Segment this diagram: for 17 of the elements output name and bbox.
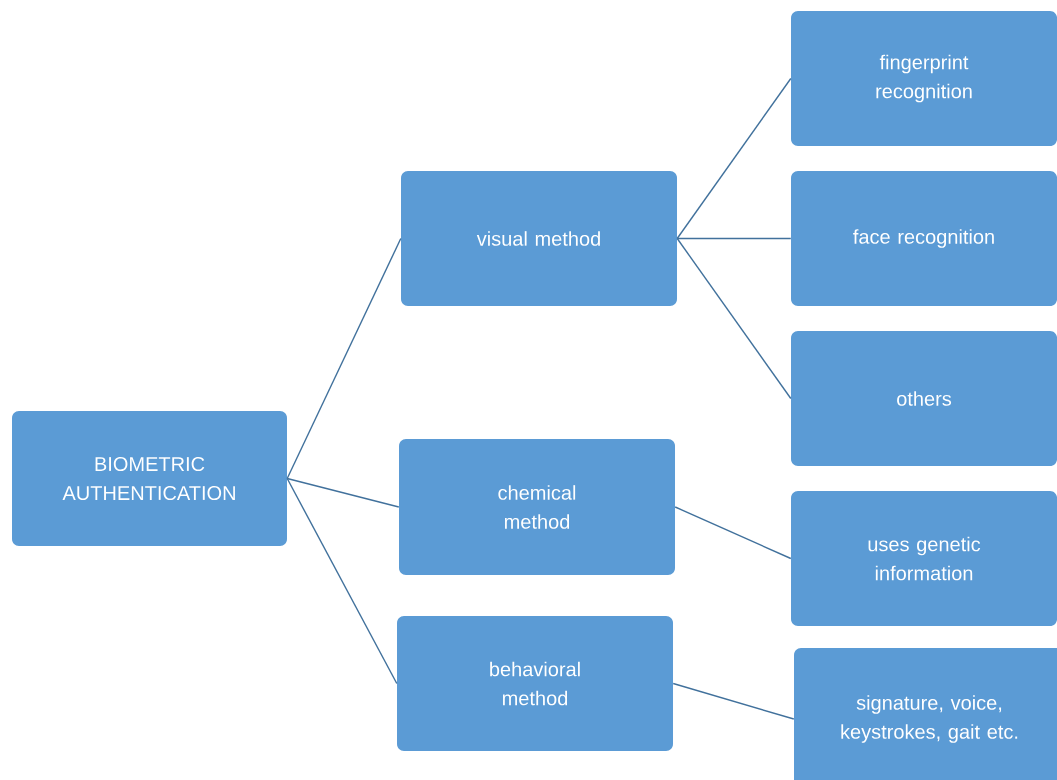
- method-box: others: [791, 331, 1057, 466]
- connector-line: [286, 477, 400, 508]
- connector-line: [674, 506, 792, 560]
- connector-line: [676, 237, 792, 240]
- connector-line: [286, 477, 398, 685]
- method-box: uses genetic information: [791, 491, 1057, 626]
- connector-line: [676, 237, 792, 400]
- connector-line: [676, 77, 792, 240]
- connector-line: [286, 237, 402, 480]
- method-box: face recognition: [791, 171, 1057, 306]
- method-box: chemical method: [399, 439, 675, 575]
- root-box: BIOMETRIC AUTHENTICATION: [12, 411, 287, 546]
- method-box: visual method: [401, 171, 677, 306]
- method-box: fingerprint recognition: [791, 11, 1057, 146]
- method-box: signature, voice, keystrokes, gait etc.: [794, 648, 1057, 780]
- connector-line: [672, 682, 795, 720]
- method-box: behavioral method: [397, 616, 673, 751]
